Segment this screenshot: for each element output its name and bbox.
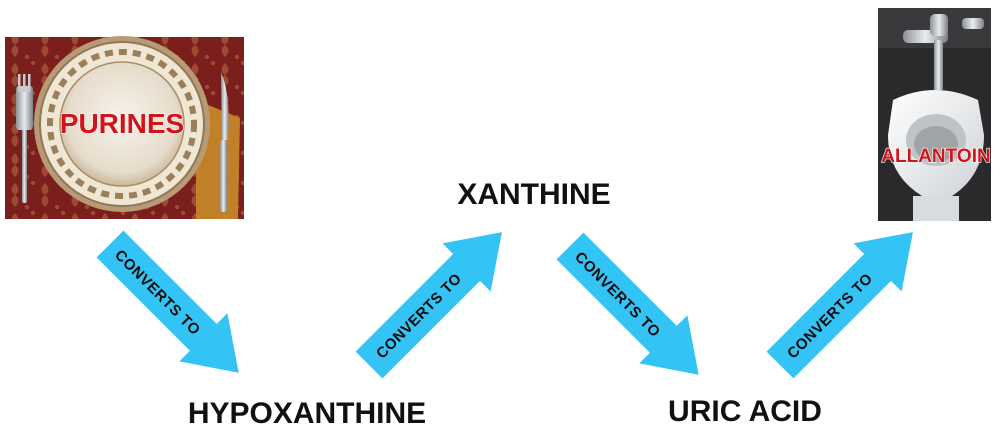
knife-icon [220,72,229,212]
arrow-uric-acid-to-allantoin: CONVERTS TO [766,232,913,379]
fork-icon [16,74,33,203]
purines-label: PURINES [60,108,184,139]
arrow-shape [556,232,699,375]
arrow-purines-to-hypoxanthine: CONVERTS TO [96,230,239,373]
hypoxanthine-label: HYPOXANTHINE [188,397,426,430]
arrow-label: CONVERTS TO [111,247,203,339]
xanthine-label: XANTHINE [457,178,610,211]
toilet-icon [888,14,984,221]
allantoin-picture: ALLANTOIN [878,8,991,221]
allantoin-label: ALLANTOIN [881,146,990,167]
arrow-shape [766,232,913,379]
arrow-shape [96,230,239,373]
arrow-shape [355,232,502,379]
arrow-hypoxanthine-to-xanthine: CONVERTS TO [355,232,502,379]
arrow-xanthine-to-uric-acid: CONVERTS TO [556,232,699,375]
arrow-label: CONVERTS TO [373,270,465,362]
arrow-label: CONVERTS TO [571,249,663,341]
uric-acid-label: URIC ACID [668,395,822,428]
purines-picture: PURINES [5,36,244,219]
arrow-label: CONVERTS TO [784,270,876,362]
